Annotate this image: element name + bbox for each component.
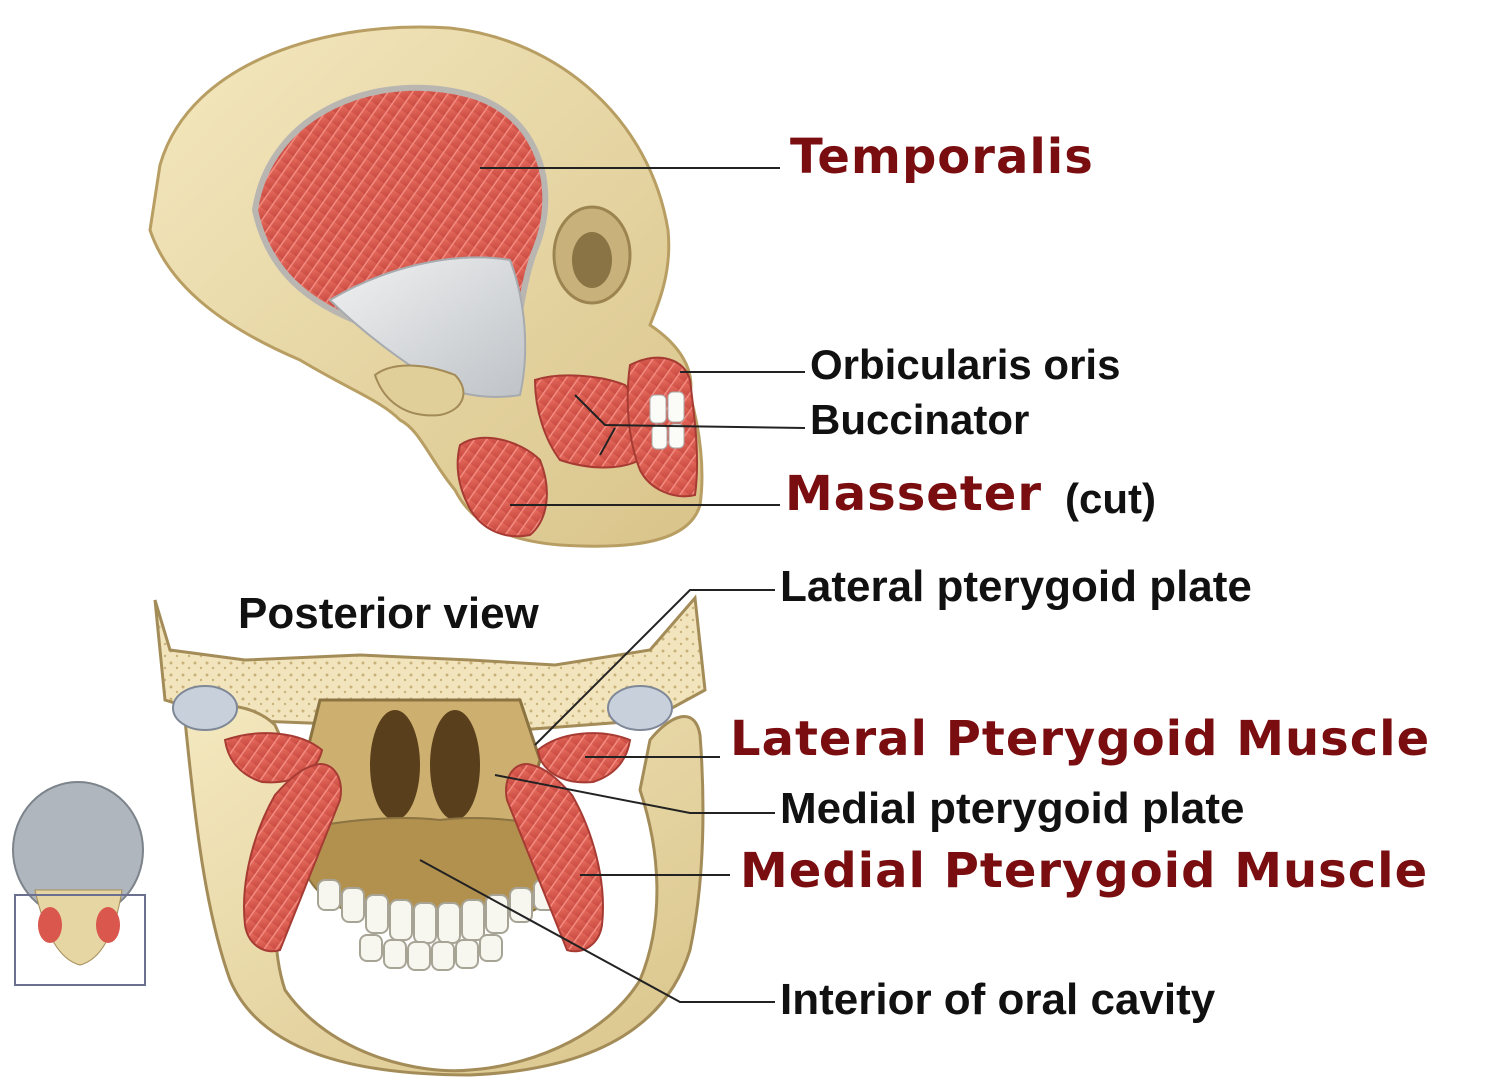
- right-tmj-disc: [608, 686, 672, 730]
- masseter-label: Masseter: [785, 470, 1042, 518]
- left-tmj-disc: [173, 686, 237, 730]
- posterior-skull-illustration: [155, 598, 705, 1075]
- inset-thumbnail: [13, 782, 145, 985]
- orbicularis-oris-label: Orbicularis oris: [810, 344, 1120, 386]
- masseter-note: (cut): [1065, 478, 1156, 520]
- lateral-pterygoid-plate-label: Lateral pterygoid plate: [780, 565, 1252, 609]
- medial-pterygoid-plate-label: Medial pterygoid plate: [780, 787, 1245, 831]
- right-choana: [430, 710, 480, 820]
- posterior-view-label: Posterior view: [238, 592, 539, 636]
- medial-pterygoid-muscle-label: Medial Pterygoid Muscle: [740, 847, 1428, 895]
- lateral-pterygoid-muscle-label: Lateral Pterygoid Muscle: [730, 715, 1430, 763]
- temporalis-label: Temporalis: [790, 133, 1094, 181]
- left-choana: [370, 710, 420, 820]
- lateral-skull-illustration: [150, 27, 702, 546]
- buccinator-label: Buccinator: [810, 399, 1029, 441]
- interior-oral-cavity-label: Interior of oral cavity: [780, 978, 1215, 1022]
